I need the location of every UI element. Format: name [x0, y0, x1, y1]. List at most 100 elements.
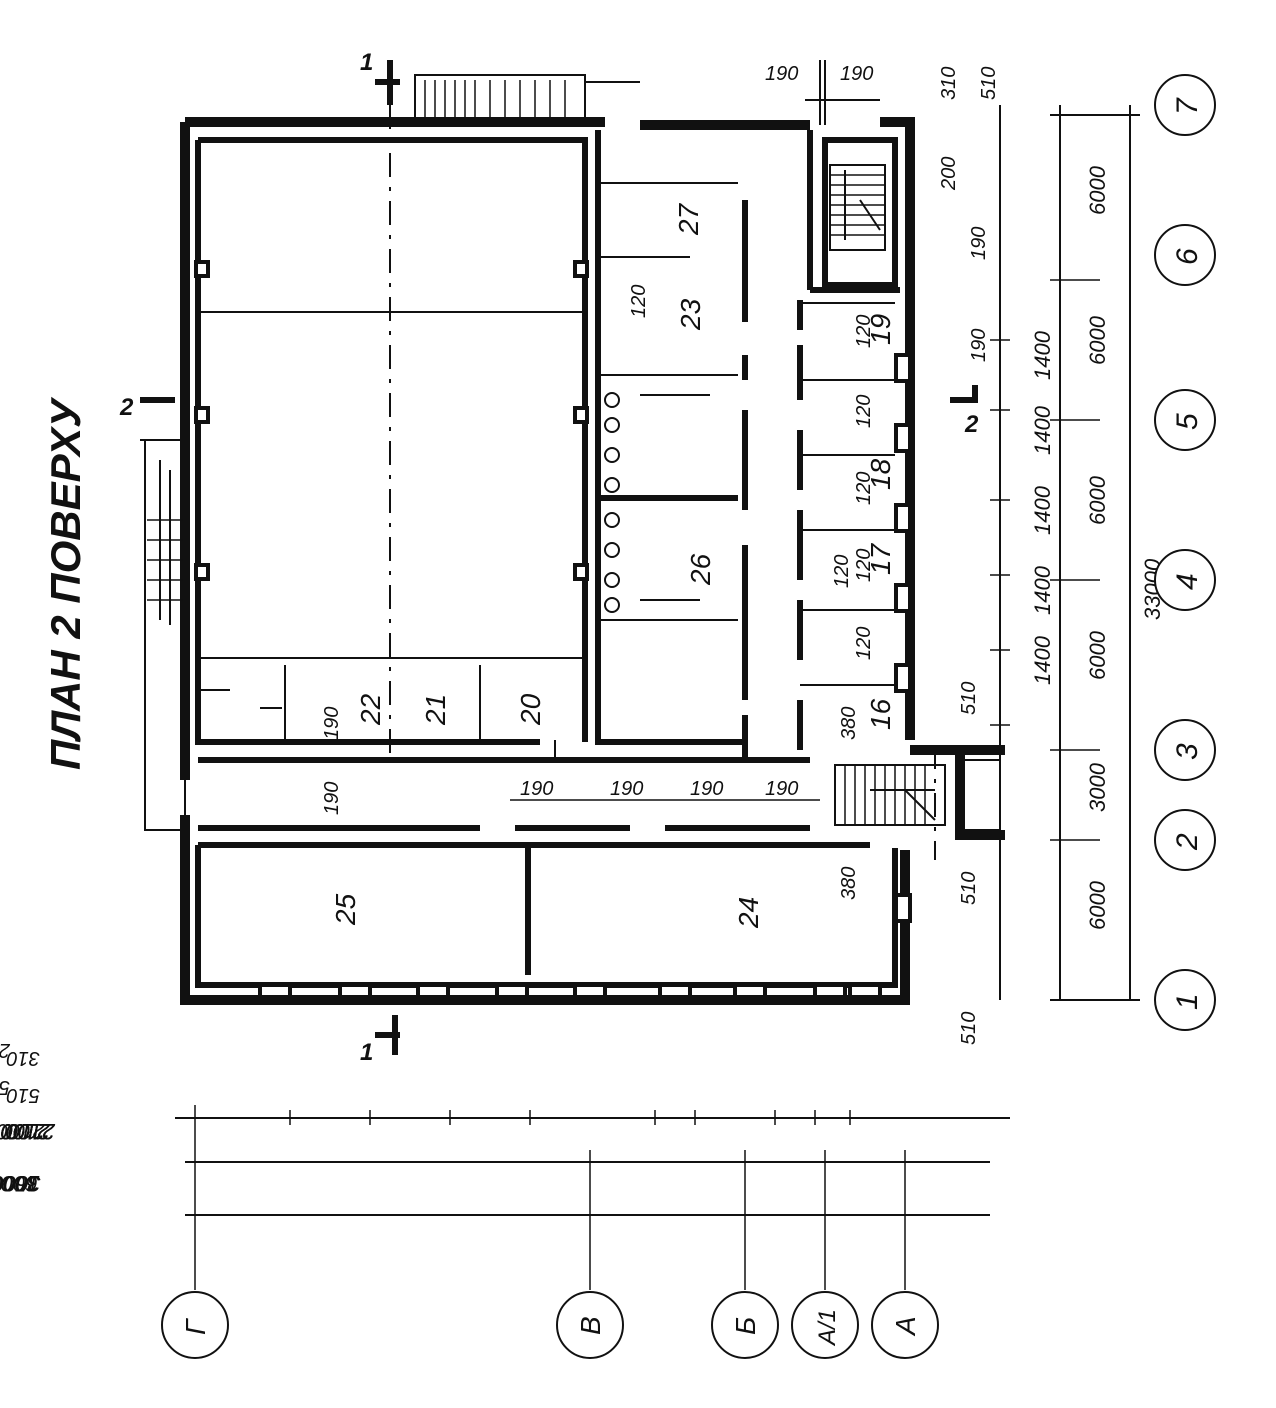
- dim-310-bl: 310: [7, 1047, 40, 1069]
- windows-bottom: [258, 983, 882, 999]
- dim-1400-c: 1400: [1030, 485, 1055, 535]
- dim-190-top-a: 190: [765, 63, 798, 85]
- room-17: 17: [865, 542, 896, 575]
- room-26: 26: [685, 553, 716, 586]
- axis-3: 3: [1171, 743, 1204, 760]
- dim-1400-b: 1400: [1030, 565, 1055, 615]
- dim-120-g: 120: [831, 555, 853, 588]
- dim-510-br2: 510: [0, 1076, 10, 1098]
- stair-outside-left: [140, 439, 186, 831]
- dim-190-side-b: 190: [968, 329, 990, 362]
- dim-510-a: 510: [958, 682, 980, 715]
- dim-120-c: 120: [853, 395, 875, 428]
- axis-B: Б: [730, 1317, 761, 1335]
- room-24: 24: [733, 897, 764, 929]
- misc-dim-labels: 190 190 310 510 200 190 190 120 120 120 …: [321, 60, 1000, 905]
- section-2-right: 2: [964, 411, 979, 438]
- axis-4: 4: [1171, 573, 1204, 590]
- room-22: 22: [355, 693, 386, 726]
- dim-6000-e: 6000: [1085, 165, 1110, 215]
- dim-3000-bot-a: 3000: [0, 1171, 40, 1196]
- axis-7: 7: [1171, 97, 1204, 115]
- wc-fixtures: [598, 392, 738, 613]
- axis-bubbles-letters: Г В Б А/1 А: [161, 1270, 939, 1359]
- dim-2100-7: 2100: [5, 1119, 56, 1144]
- dim-380-b: 380: [838, 867, 860, 900]
- stair-bottom: [834, 759, 1001, 831]
- axis-6: 6: [1171, 248, 1204, 265]
- dim-3000-bot-b: 3000: [0, 1171, 40, 1196]
- dim-2100-2: 2100: [0, 1119, 51, 1144]
- section-1-bottom: 1: [360, 1039, 373, 1066]
- dim-510-b: 510: [958, 872, 980, 905]
- dim-200-br: 200: [0, 1044, 1, 1066]
- dim-200-top: 200: [938, 157, 960, 191]
- dim-120-a: 120: [628, 285, 650, 318]
- axis-V: В: [575, 1316, 606, 1335]
- dim-1400-d: 1400: [1030, 405, 1055, 455]
- room-18: 18: [865, 458, 896, 490]
- dim-120-e: 120: [853, 549, 875, 582]
- room-19: 19: [865, 314, 896, 345]
- dim-190-22: 190: [321, 707, 343, 740]
- room-20: 20: [515, 693, 546, 726]
- axis-bubbles-numbers: 1 2 3 4 5 6 7: [1154, 74, 1216, 1031]
- axis-G: Г: [180, 1318, 211, 1335]
- hall-walls: [195, 130, 745, 760]
- dim-6000-c: 6000: [1085, 475, 1110, 525]
- dim-510-bl: 510: [7, 1084, 40, 1106]
- dim-190-r1: 190: [520, 778, 553, 800]
- corridor-walls: [195, 130, 900, 988]
- room-16: 16: [865, 698, 896, 730]
- stair-top: [829, 164, 886, 251]
- room-partitions: [198, 182, 895, 742]
- dim-2100-8: 2100: [5, 1119, 56, 1144]
- dim-190-r4: 190: [765, 778, 798, 800]
- dim-2100-6: 2100: [5, 1119, 56, 1144]
- axis-A1: А/1: [814, 1309, 841, 1347]
- dim-6000-d: 6000: [1085, 315, 1110, 365]
- dim-3000-bot-c: 3000: [0, 1171, 41, 1196]
- dim-190-side: 190: [968, 227, 990, 260]
- dim-3000: 3000: [1085, 762, 1110, 812]
- axis-1: 1: [1171, 993, 1204, 1010]
- dim-2100-1: 2100: [0, 1119, 51, 1144]
- dim-200-bl: 200: [0, 1039, 11, 1061]
- room-23: 23: [675, 298, 706, 331]
- dim-6000-b: 6000: [1085, 630, 1110, 680]
- dim-190-r3: 190: [690, 778, 723, 800]
- dim-510-top: 510: [978, 67, 1000, 100]
- bottom-dimensions: [175, 1105, 1010, 1270]
- windows-right: [194, 260, 912, 923]
- axis-5: 5: [1171, 413, 1204, 430]
- room-21: 21: [420, 694, 451, 726]
- dim-2100-5: 2100: [0, 1119, 51, 1144]
- axis-2: 2: [1171, 833, 1204, 851]
- dim-120-d: 120: [853, 472, 875, 505]
- dim-310-top: 310: [938, 67, 960, 100]
- dim-2100-3: 2100: [0, 1119, 51, 1144]
- corner-dim-labels: 310 510 200 200 510 510: [0, 1012, 980, 1106]
- dim-2100-4: 2100: [0, 1119, 46, 1144]
- right-dimensions: [990, 105, 1140, 1001]
- dim-120-f: 120: [853, 627, 875, 660]
- dim-1400-a: 1400: [1030, 635, 1055, 685]
- dim-15000: 15000: [0, 1171, 40, 1196]
- dim-190-22b: 190: [321, 782, 343, 815]
- dim-6000-a: 6000: [1085, 880, 1110, 930]
- plan-title: ПЛАН 2 ПОВЕРХУ: [42, 396, 89, 770]
- dim-1400-e: 1400: [1030, 330, 1055, 380]
- section-marks: 1 1 2 2: [119, 49, 979, 1066]
- dim-510-br: 510: [958, 1012, 980, 1045]
- axis-A: А: [890, 1316, 921, 1337]
- room-labels: 25 24 22 21 20 26 23 27 16 17 18 19: [330, 202, 896, 929]
- dim-190-r2: 190: [610, 778, 643, 800]
- room-25: 25: [330, 893, 361, 926]
- section-2-left: 2: [119, 394, 134, 421]
- bottom-dim-labels: 30000 15000 6000 3000 3000 3000 2100 210…: [0, 1119, 56, 1196]
- dim-190-top-b: 190: [840, 63, 873, 85]
- right-dim-labels: 33000 6000 3000 6000 6000 6000 6000 1400…: [1030, 165, 1165, 930]
- room-27: 27: [673, 202, 704, 236]
- section-1-top: 1: [360, 49, 373, 76]
